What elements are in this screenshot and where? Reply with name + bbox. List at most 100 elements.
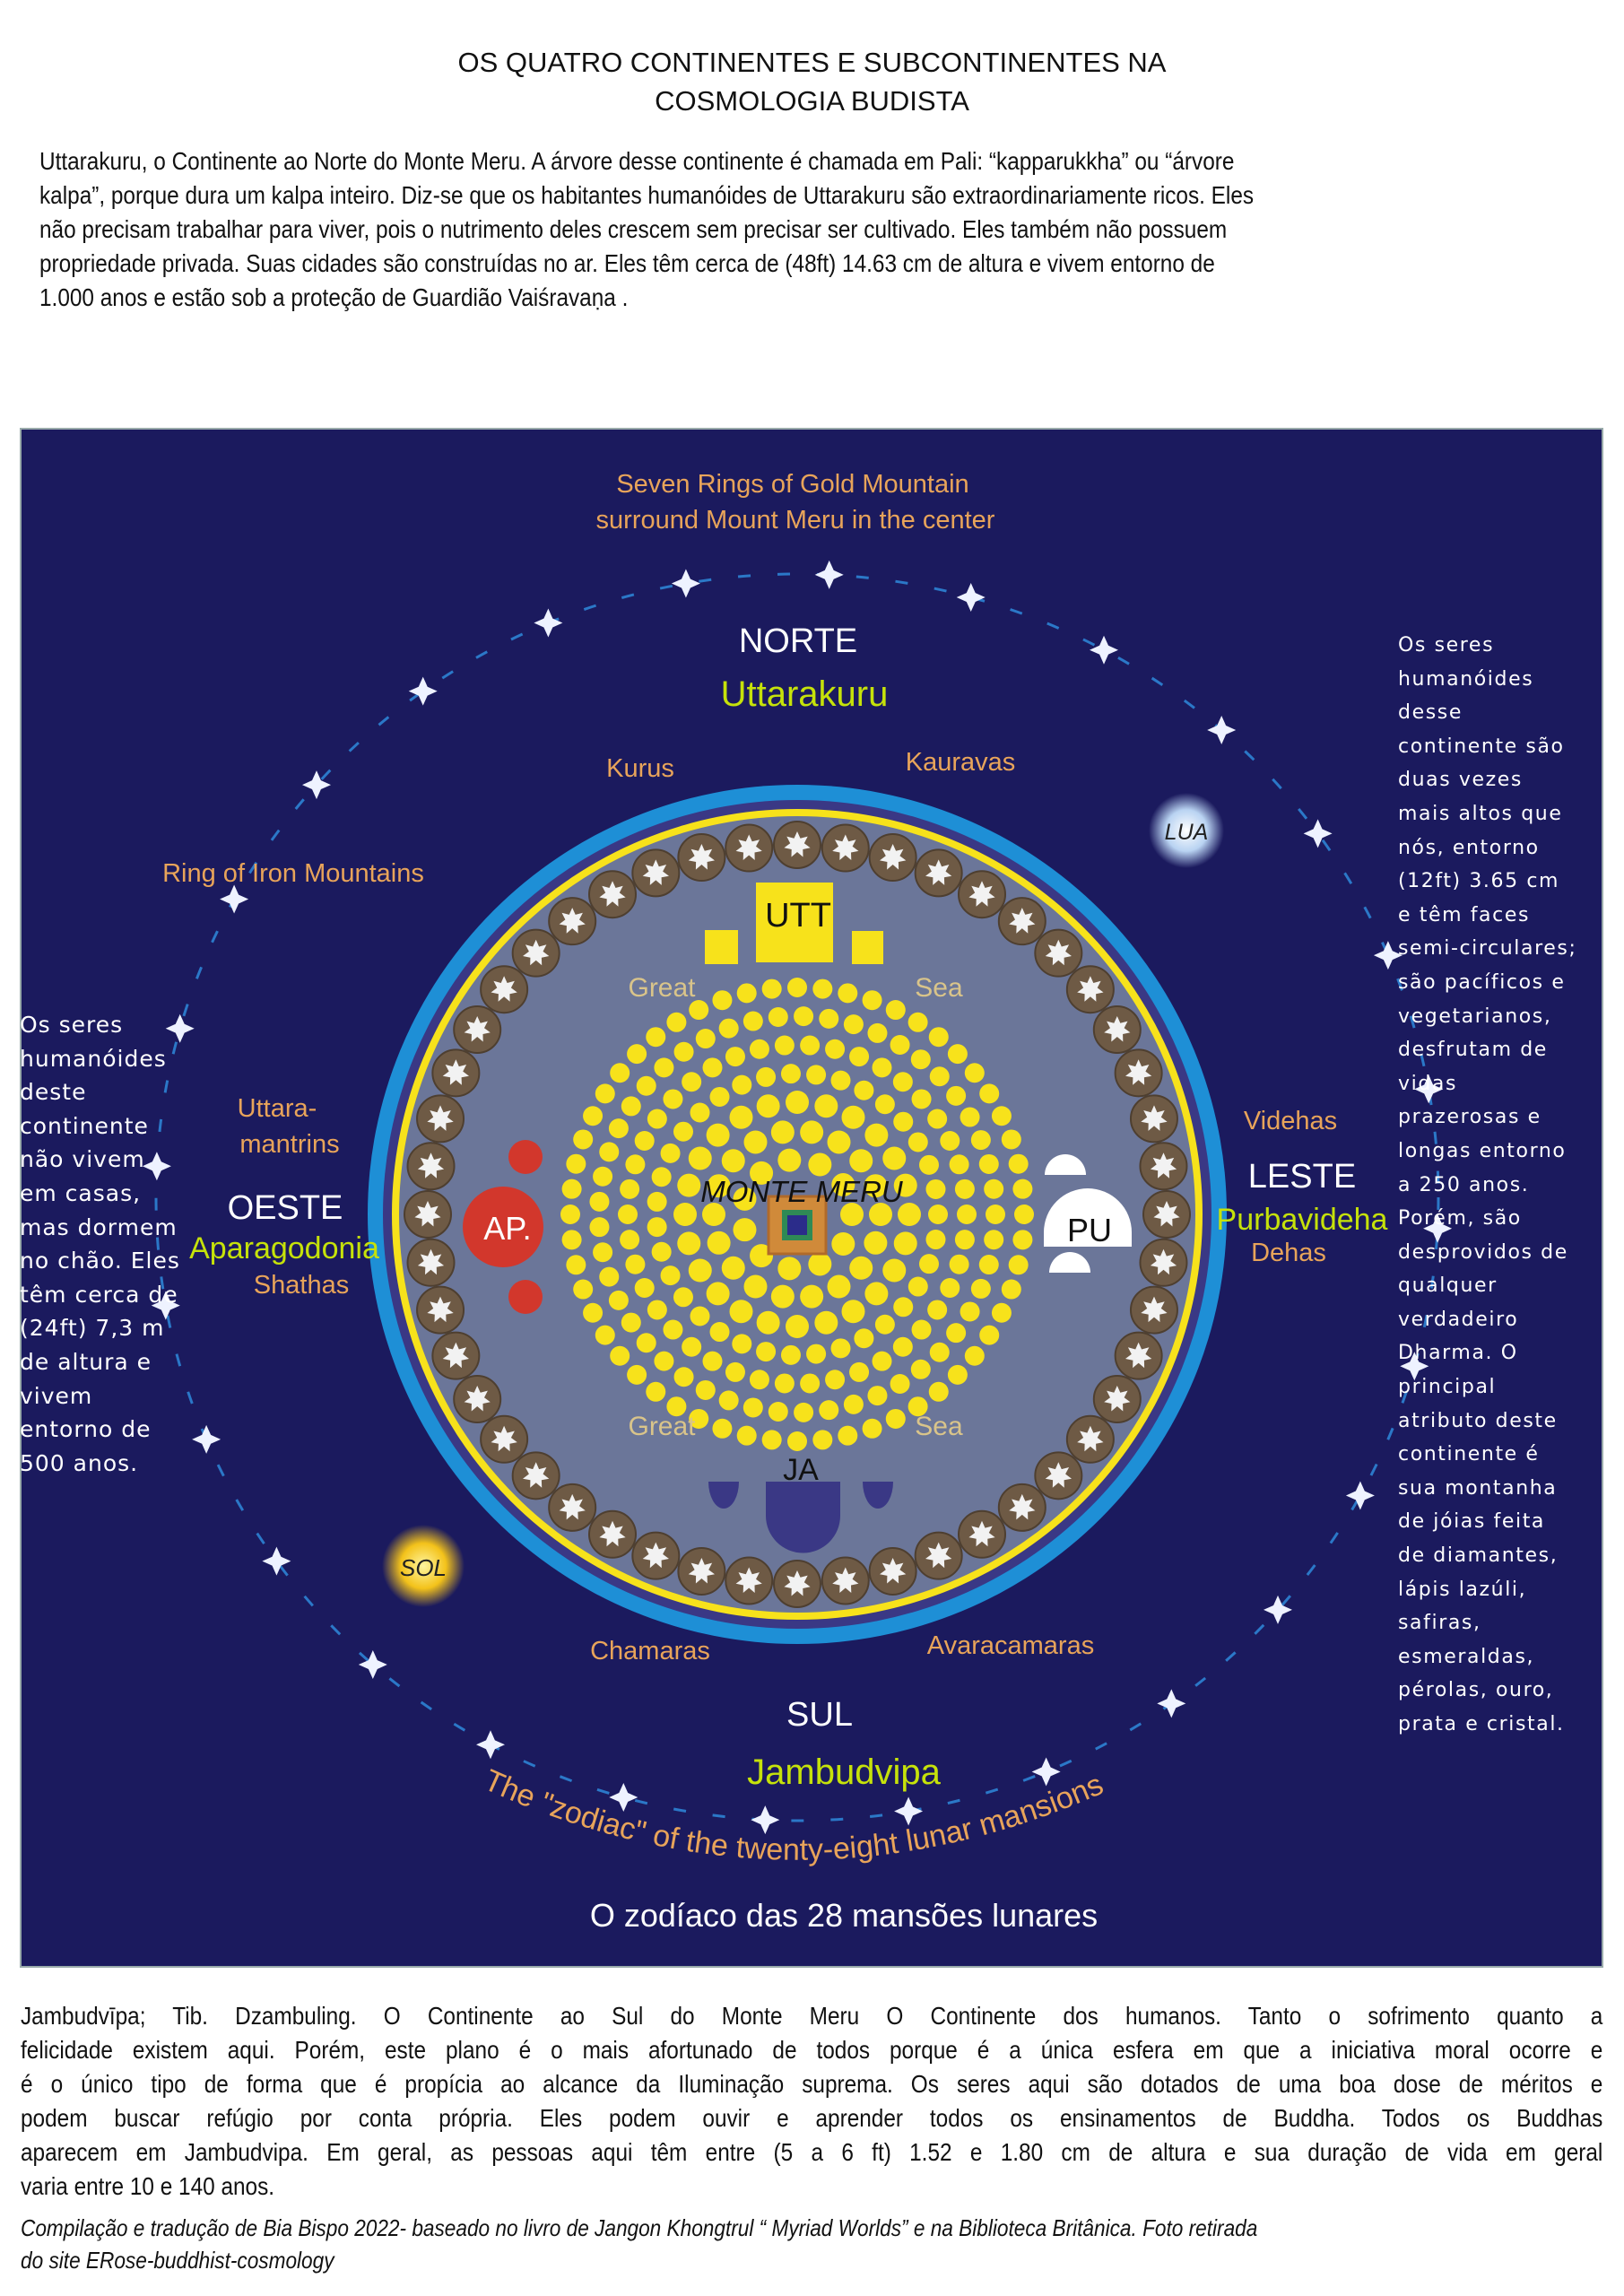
gold-mountain-dot <box>786 1091 809 1114</box>
gold-mountain-dot <box>843 1014 864 1035</box>
gold-mountain-dot <box>707 1174 731 1198</box>
gold-mountain-dot <box>677 1231 701 1256</box>
gold-mountain-dot <box>688 1258 712 1283</box>
north-continent-name: Uttarakuru <box>721 674 889 714</box>
gold-mountain-dot <box>831 1173 855 1197</box>
credits-line: do site ERose-buddhist-cosmology <box>21 2247 334 2274</box>
lunar-mansion-star-icon <box>408 676 438 706</box>
gold-mountain-dot <box>787 978 807 997</box>
gold-mountain-dot <box>660 1143 681 1163</box>
gold-mountain-dot <box>830 1338 851 1359</box>
description-line: mas dormem <box>20 1213 178 1240</box>
gold-mountain-dot <box>729 1300 753 1324</box>
lunar-mansion-star-icon <box>751 1805 780 1835</box>
iron-mountain-star-icon <box>688 844 715 870</box>
gold-mountain-dot <box>908 1012 928 1032</box>
gold-mountain-dot <box>651 1241 672 1262</box>
gold-mountain-dot <box>849 1149 873 1173</box>
gold-mountain-dot <box>736 983 757 1004</box>
gold-mountain-dot <box>702 1057 723 1078</box>
gold-mountain-dot <box>979 1325 1000 1345</box>
gold-mountain-dot <box>583 1106 604 1126</box>
iron-mountain-star-icon <box>1104 1386 1131 1412</box>
south-line: felicidade existem aqui. Porém, este pla… <box>21 2036 1603 2064</box>
gold-mountain-dot <box>947 1044 968 1065</box>
south-sub-right: Avaracamaras <box>927 1631 1094 1660</box>
gold-mountain-dot <box>593 1166 613 1187</box>
description-line: são pacíficos e <box>1398 970 1566 994</box>
gold-mountain-dot <box>756 1066 777 1087</box>
gold-mountain-dot <box>978 1255 999 1275</box>
lunar-mansion-star-icon <box>1264 1595 1292 1624</box>
iron-mountain-star-icon <box>832 834 859 860</box>
gold-mountain-dot <box>620 1178 640 1199</box>
iron-mountain-star-icon <box>688 1558 715 1584</box>
description-line: Porém, são <box>1398 1207 1522 1231</box>
south-line: podem buscar refúgio por conta própria. … <box>21 2104 1603 2132</box>
west-sub-top: mantrins <box>239 1130 339 1159</box>
gold-mountain-dot <box>666 1012 687 1032</box>
east-subcontinent-top <box>1045 1154 1086 1175</box>
gold-mountain-dot <box>874 1314 895 1335</box>
credits-line: Compilação e tradução de Bia Bispo 2022-… <box>21 2214 1258 2241</box>
description-line: sua montanha <box>1398 1476 1558 1500</box>
lunar-mansion-star-icon <box>609 1783 638 1812</box>
header-line: surround Mount Meru in the center <box>596 506 995 535</box>
gold-mountain-rings <box>560 978 1034 1451</box>
lunar-mansion-star-icon <box>165 1013 195 1043</box>
gold-mountain-dot <box>646 1381 666 1402</box>
gold-mountain-dot <box>780 1344 801 1365</box>
lunar-mansion-star-icon <box>151 1291 180 1320</box>
east-continent-name: Purbavideha <box>1217 1203 1388 1237</box>
gold-mountain-dot <box>1012 1178 1033 1199</box>
gold-mountain-dot <box>928 1381 949 1402</box>
gold-mountain-dot <box>867 1022 888 1043</box>
gold-mountain-dot <box>946 1323 967 1344</box>
gold-mountain-dot <box>908 1276 928 1297</box>
gold-mountain-dot <box>984 1230 1004 1250</box>
gold-mountain-dot <box>827 1130 851 1154</box>
iron-mountain-star-icon <box>599 881 626 907</box>
gold-mountain-dot <box>940 1278 960 1299</box>
lunar-mansion-star-icon <box>262 1546 291 1576</box>
gold-mountain-dot <box>970 1130 991 1151</box>
gold-mountain-dot <box>800 1373 821 1394</box>
gold-mountain-dot <box>929 1342 950 1362</box>
gold-mountain-dot <box>695 1029 716 1049</box>
gold-mountain-dot <box>991 1106 1012 1126</box>
gold-mountain-dot <box>654 1351 674 1371</box>
description-line: de altura e <box>20 1348 152 1375</box>
gold-mountain-dot <box>729 1105 753 1129</box>
description-line: principal <box>1398 1376 1497 1399</box>
gold-mountain-dot <box>660 1265 681 1286</box>
gold-mountain-dot <box>882 1258 907 1283</box>
gold-mountain-dot <box>733 1218 757 1242</box>
gold-mountain-dot <box>928 1205 948 1224</box>
iron-mountain-star-icon <box>1009 908 1036 934</box>
description-line: Os seres <box>20 1012 124 1038</box>
intro-line: não precisam trabalhar para viver, pois … <box>39 215 1228 243</box>
lunar-mansion-star-icon <box>1414 1074 1444 1104</box>
lunar-mansion-star-icon <box>1400 1352 1429 1381</box>
lunar-mansion-star-icon <box>1345 1481 1375 1510</box>
gold-mountain-dot <box>761 978 782 999</box>
gold-mountain-dot <box>743 1011 763 1031</box>
gold-mountain-dot <box>910 1049 931 1070</box>
gold-mountain-dot <box>663 1319 683 1340</box>
gold-mountain-dot <box>838 983 858 1004</box>
gold-mountain-dot <box>736 1425 757 1446</box>
gold-mountain-dot <box>808 1252 832 1276</box>
lunar-mansion-star-icon <box>302 770 331 800</box>
gold-mountain-dot <box>808 1152 832 1177</box>
lunar-mansion-star-icon <box>534 608 563 638</box>
gold-mountain-dot <box>725 1047 745 1067</box>
iron-mountain-star-icon <box>1125 1059 1152 1085</box>
gold-mountain-dot <box>831 1231 855 1256</box>
lunar-mansion-star-icon <box>1423 1213 1453 1243</box>
east-code: PU <box>1067 1212 1112 1248</box>
gold-mountain-dot <box>890 1035 910 1056</box>
gold-mountain-dot <box>840 1203 864 1226</box>
gold-mountain-dot <box>688 1146 712 1170</box>
west-code: AP. <box>483 1210 531 1247</box>
